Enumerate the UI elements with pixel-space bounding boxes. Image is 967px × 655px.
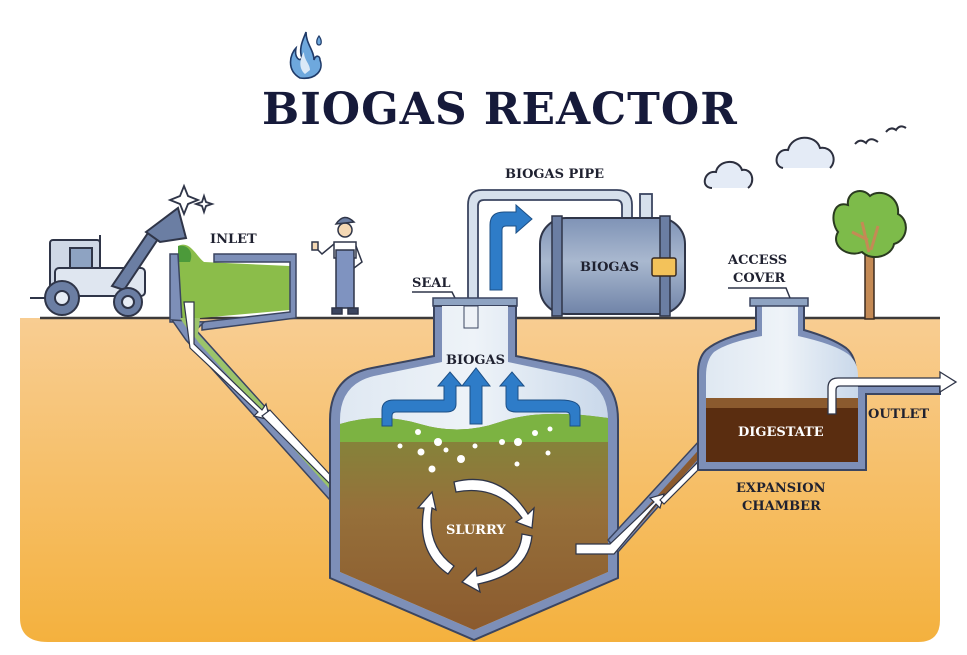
outlet-label: OUTLET [868,407,929,422]
access-cover-label-line1: ACCESS [727,253,787,268]
expansion-chamber-label-line2: CHAMBER [742,499,821,514]
digester-tank [329,305,619,642]
flow-arrow-icon [827,370,958,415]
storage-tank-label: BIOGAS [580,260,639,275]
digester-gas-label: BIOGAS [446,353,505,368]
access-cover-leader-line [728,287,791,299]
seal-label: SEAL [412,276,451,291]
gas-rising-arrows [381,367,581,427]
cycle-arrows-icon [416,478,535,594]
gas-bubbles [397,426,553,473]
flame-logo-icon [289,31,322,80]
slurry-label: SLURRY [446,523,506,538]
digestate-label: DIGESTATE [738,425,824,440]
sparkle-icon [167,183,215,217]
tractor-icon [30,206,188,317]
bird-icon [854,125,907,145]
flow-arrow-icon [489,203,533,291]
page-title: BIOGAS REACTOR [262,84,738,135]
expansion-chamber [697,303,941,471]
gas-tank-icon [539,215,686,317]
seal-cap [432,297,518,307]
cloud-icon [703,136,835,189]
inlet-label: INLET [210,232,257,247]
tree-icon [832,190,907,320]
biogas-pipe-label: BIOGAS PIPE [505,167,604,182]
worker-icon [311,216,363,315]
expansion-chamber-label-line1: EXPANSION [736,481,826,496]
access-cover-label-line2: COVER [733,271,785,286]
access-cover [749,297,809,307]
inlet-tank [169,244,297,331]
